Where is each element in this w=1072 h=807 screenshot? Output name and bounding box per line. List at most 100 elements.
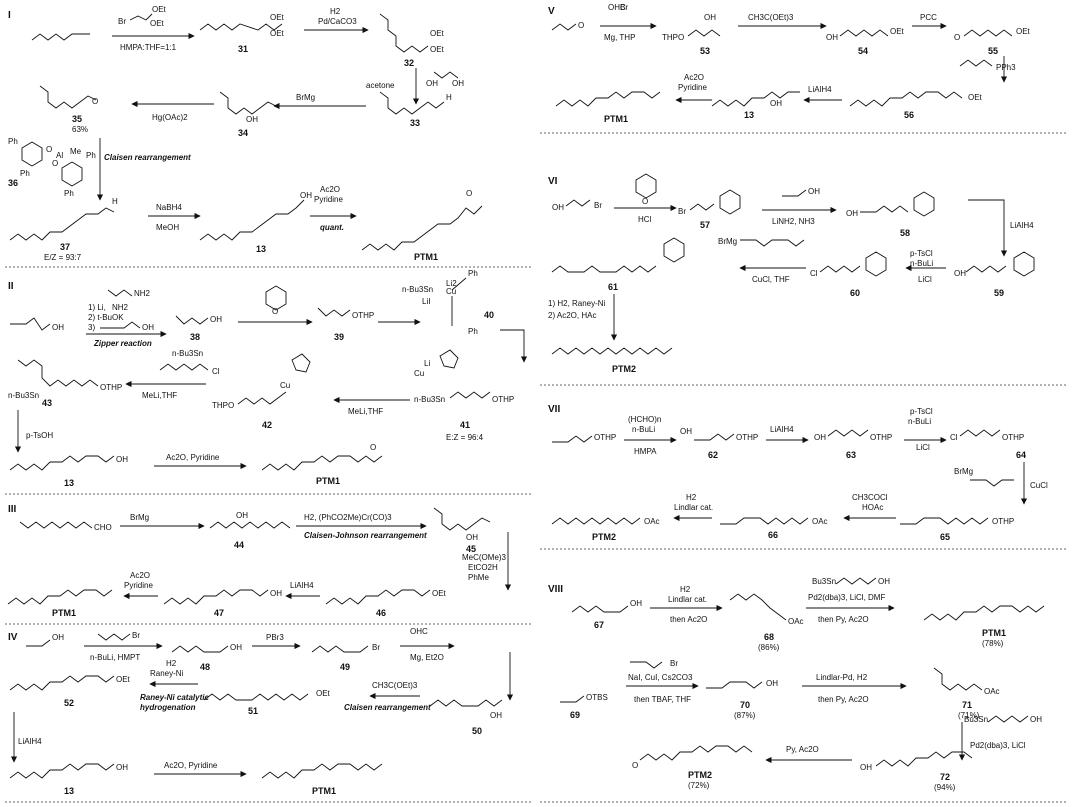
compound-ptm1: PTM1: [604, 114, 628, 124]
thp-ring: [663, 237, 685, 263]
compound-43: 43: [42, 398, 52, 408]
reagent-text: Ac2O: [130, 571, 150, 580]
reagent-diamine: [107, 289, 133, 297]
reagent-stannane: [835, 577, 877, 585]
reagent-text: 2) t-BuOK: [88, 313, 124, 322]
compound-45: 45: [466, 544, 476, 554]
oet-label: OEt: [432, 589, 447, 598]
oet-label: OEt: [150, 19, 165, 28]
thp-ring: [719, 189, 741, 215]
reagent-text: LiCl: [918, 275, 932, 284]
oet-label: OEt: [270, 13, 285, 22]
othp-label: OTHP: [352, 311, 374, 320]
compound-ptm2: PTM2: [688, 770, 712, 780]
molecule-pentynol: [10, 317, 51, 331]
reagent-text: Pyridine: [678, 83, 707, 92]
sn-label: Bu3Sn: [812, 577, 836, 586]
reagent-text: Raney-Ni: [150, 669, 184, 678]
molecule-60: [819, 265, 861, 273]
molecule-33: [379, 91, 445, 115]
reagent-text: CuCl, THF: [752, 275, 790, 284]
reagent-bromopentane: [97, 633, 131, 641]
reagent-text: NaBH4: [156, 203, 182, 212]
reagent-text: H2, (PhCO2Me)Cr(CO)3: [304, 513, 392, 522]
reagent-text: n-BuLi, HMPT: [90, 653, 140, 662]
yield-text: (86%): [758, 643, 780, 652]
compound-ptm1: PTM1: [312, 786, 336, 796]
molecule-36-ring-b: [61, 161, 83, 187]
cu-label: Cu: [446, 287, 456, 296]
molecule-61: [551, 265, 657, 273]
molecule-70: [706, 681, 763, 689]
route-label-I: I: [8, 10, 11, 21]
othp-label: OTHP: [492, 395, 514, 404]
br-label: Br: [372, 643, 380, 652]
compound-69: 69: [570, 710, 580, 720]
reagent-text: Pd2(dba)3, LiCl, DMF: [808, 593, 885, 602]
molecule-64: [959, 429, 1001, 437]
reagent-text: Lindlar cat.: [674, 503, 713, 512]
molecule-62: [694, 433, 735, 441]
molecule-propargyl-alcohol: [26, 639, 51, 647]
reagent-text: PCC: [920, 13, 937, 22]
compound-66: 66: [768, 530, 778, 540]
reagent-text: p-TsCl: [910, 249, 933, 258]
reagent-text: Hg(OAc)2: [152, 113, 188, 122]
molecule-31: [199, 23, 283, 31]
oh-label: OH: [210, 315, 222, 324]
br-label: Br: [118, 17, 126, 26]
reagent-text: CuCl: [1030, 481, 1048, 490]
oh-label: OH: [630, 599, 642, 608]
reagent-text: PBr3: [266, 633, 284, 642]
route-II: OH NH2 1) Li, NH2 2) t-BuOK 3) OH Zipper…: [8, 269, 528, 488]
compound-38: 38: [190, 332, 200, 342]
reagent-text: Lindlar-Pd, H2: [816, 673, 868, 682]
oh-label: OH: [466, 533, 478, 542]
ph-label: Ph: [86, 151, 96, 160]
reagent-text: acetone: [366, 81, 395, 90]
cho-label: CHO: [94, 523, 112, 532]
othp-label: THPO: [662, 33, 684, 42]
reagent-text: HMPA: [634, 447, 657, 456]
o-label: O: [272, 307, 278, 316]
route-label-II: II: [8, 281, 14, 292]
molecule-46: [325, 589, 431, 605]
route-label-VIII: VIII: [548, 584, 563, 595]
compound-56: 56: [904, 110, 914, 120]
molecule-54: [839, 29, 889, 37]
ph-label: Ph: [64, 189, 74, 198]
sn-label: n-Bu3Sn: [402, 285, 433, 294]
sn-label: n-Bu3Sn: [414, 395, 445, 404]
compound-13: 13: [64, 786, 74, 796]
compound-13: 13: [744, 110, 754, 120]
oet-label: OEt: [1016, 27, 1031, 36]
oh-label: OH: [116, 763, 128, 772]
oh-label: OH: [766, 679, 778, 688]
thp-ring: [1013, 251, 1035, 277]
thp-ring: [865, 251, 887, 277]
reagent-text: 1) H2, Raney-Ni: [548, 299, 606, 308]
reagent-text: MeOH: [156, 223, 179, 232]
oh-label: OH: [770, 99, 782, 108]
compound-ptm1: PTM1: [982, 628, 1006, 638]
reagent-text: p-TsOH: [26, 431, 53, 440]
oh-label: OH: [52, 323, 64, 332]
compound-47: 47: [214, 608, 224, 618]
reaction-arrow: [500, 329, 528, 363]
cl-label: Cl: [810, 269, 818, 278]
molecule-55: [963, 29, 1013, 37]
oh-label: OH: [808, 187, 820, 196]
reagent-text: Mg, Et2O: [410, 653, 444, 662]
route-VI: OH Br O HCl Br 57 OH LiNH2, NH3 OH 58 Li…: [548, 173, 1035, 374]
reagent-text: BrMg: [296, 93, 315, 102]
o-label: O: [466, 189, 472, 198]
o-label: O: [46, 145, 52, 154]
yield-text: 63%: [72, 125, 88, 134]
o-label: O: [642, 197, 648, 206]
compound-36: 36: [8, 178, 18, 188]
reagent-text: Lindlar cat.: [668, 595, 707, 604]
oet-label: OEt: [316, 689, 331, 698]
reagent-text: EtCO2H: [468, 563, 498, 572]
reagent-text: Pyridine: [314, 195, 343, 204]
compound-ptm1: PTM1: [52, 608, 76, 618]
